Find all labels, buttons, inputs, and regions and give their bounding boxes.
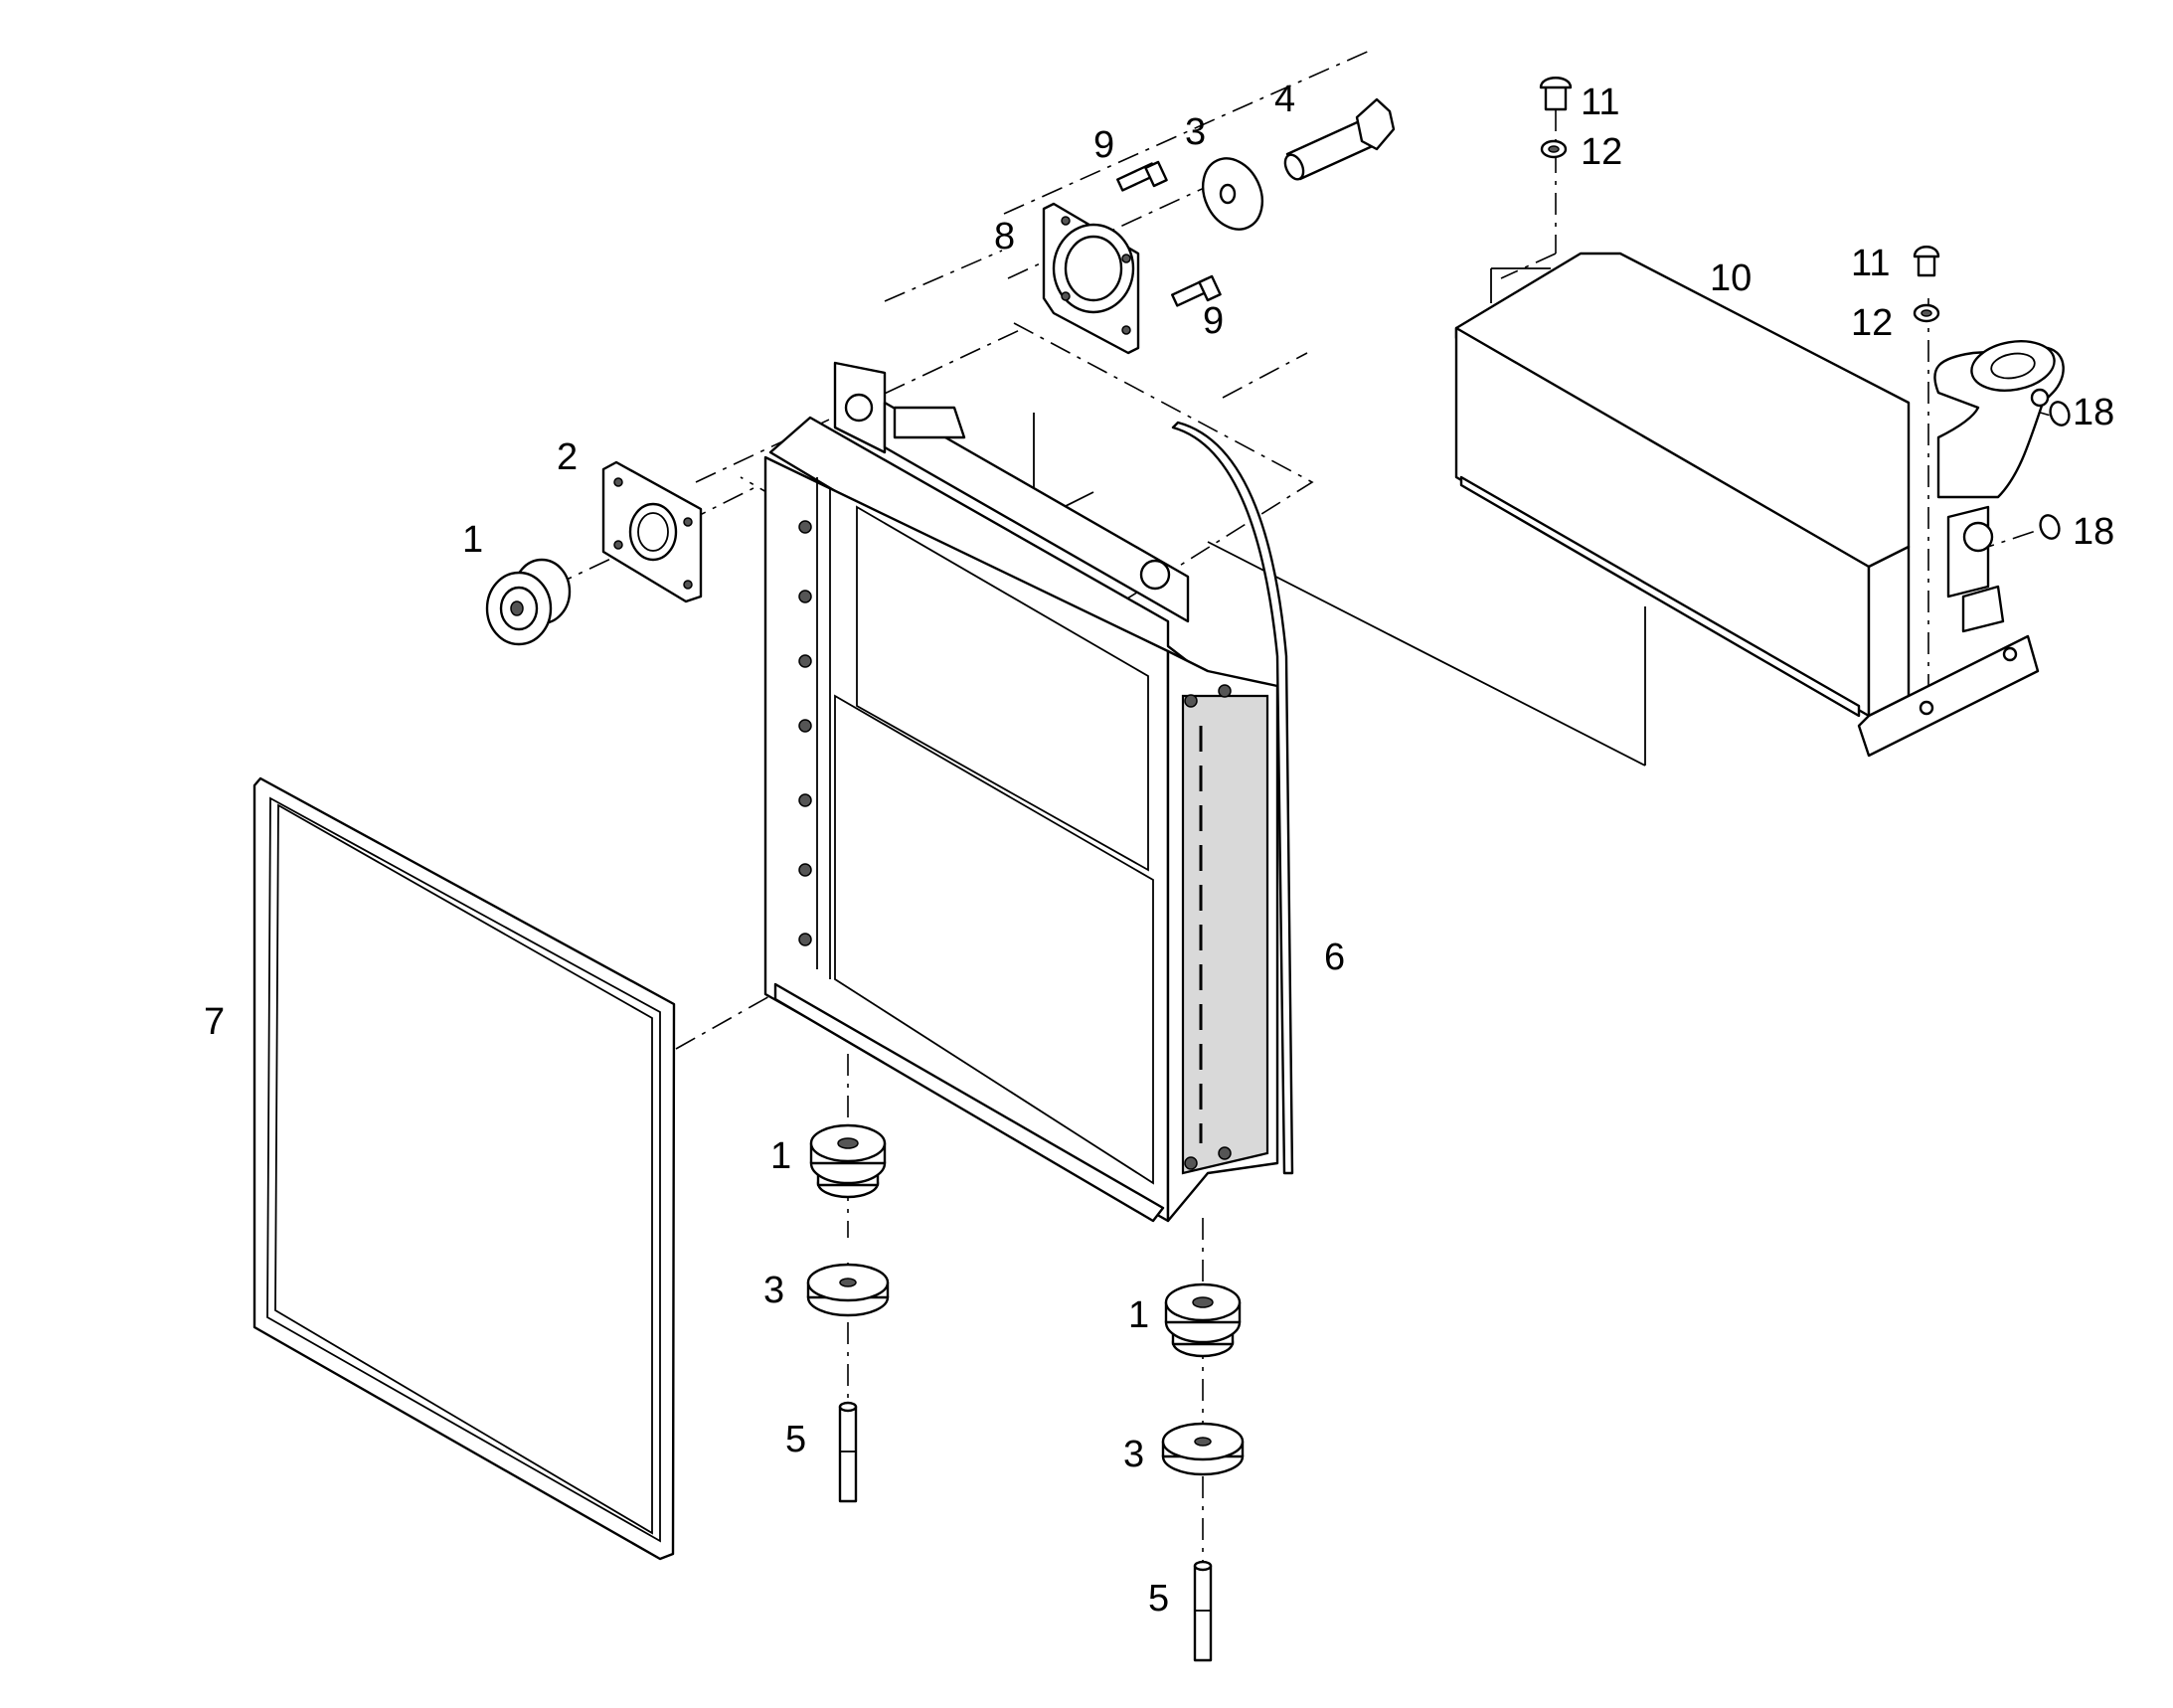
bolts-part-9 [1116,160,1222,307]
mount-stack-center [806,1123,890,1503]
callout-12-right: 12 [1851,302,1893,344]
plugs-part-18 [2039,401,2071,540]
callout-10: 10 [1710,257,1752,299]
mount-plate-part-2 [601,460,703,603]
callout-8: 8 [994,216,1015,257]
callout-1-center: 1 [770,1135,791,1177]
callout-3-right: 3 [1123,1434,1144,1475]
callout-3-center: 3 [763,1270,784,1311]
seal-frame-part-7 [252,776,676,1561]
rail-bolts [798,520,1232,1170]
bushing-part-1-top [485,558,572,646]
screw-washer-right [1913,246,1940,323]
callout-3-top: 3 [1185,111,1206,153]
callout-18-upper: 18 [2073,392,2114,433]
callout-4: 4 [1274,79,1295,120]
callout-2: 2 [557,436,578,478]
callout-5-right: 5 [1148,1578,1169,1620]
callout-5-center: 5 [785,1419,806,1460]
callout-12-top: 12 [1581,131,1622,173]
mount-stack-right [1161,1282,1245,1662]
callout-9-upper: 9 [1093,124,1114,166]
long-bolt-part-4 [1283,97,1396,181]
flange-plate-part-8 [1042,202,1140,355]
screw-washer-top [1539,77,1573,159]
callout-18-lower: 18 [2073,511,2114,553]
callout-7: 7 [204,1001,225,1043]
callout-11-top: 11 [1581,82,1619,123]
washer-part-3-top [1201,157,1264,231]
callout-9-lower: 9 [1203,300,1224,342]
callout-1-right: 1 [1128,1294,1149,1336]
tank-part-10 [1454,252,2065,758]
callout-labels: 11 12 11 12 10 18 18 4 3 9 9 8 2 1 7 6 1… [204,79,2114,1620]
callout-6: 6 [1324,937,1345,978]
callout-11-right: 11 [1851,243,1890,284]
callout-1-top: 1 [462,519,483,561]
radiator-core-part-6 [763,361,1294,1223]
